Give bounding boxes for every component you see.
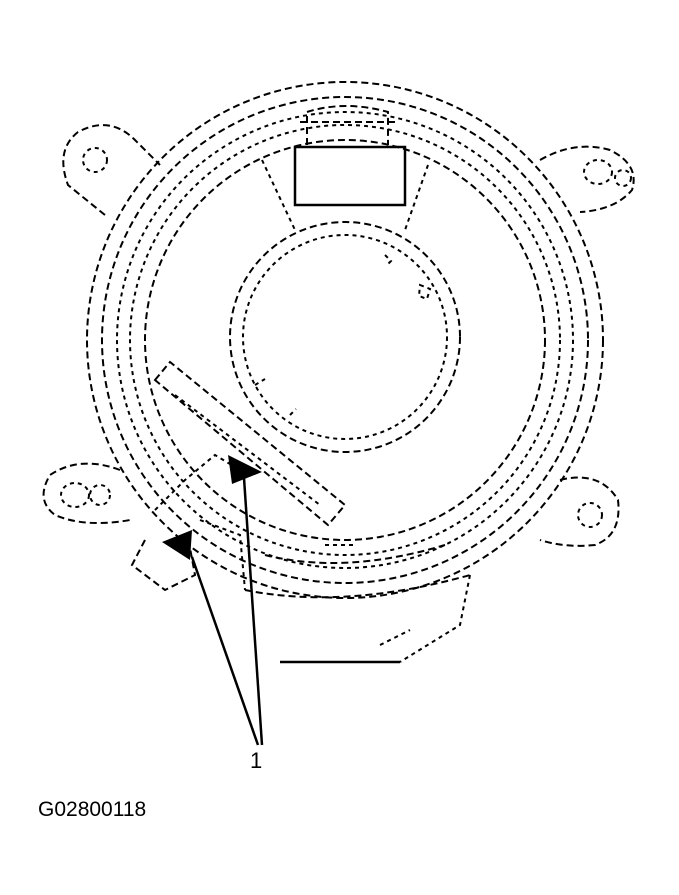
callout-number: 1 [250,748,263,773]
lock-lever [153,360,347,527]
arrowhead-upper [228,455,262,484]
mounting-ear-top-right [539,145,635,213]
inner-rotor [229,221,461,453]
figure-id: G02800118 [38,798,147,821]
callout-arrows [162,455,264,746]
lower-housing [244,544,471,664]
housing-rings [86,81,604,599]
mounting-ear-top-left [62,124,161,216]
lock-tab [130,453,246,592]
arrowhead-lower [162,530,192,560]
mounting-ear-bottom-right [539,476,620,547]
top-connector [261,105,429,231]
mounting-ear-bottom-left [42,462,131,524]
